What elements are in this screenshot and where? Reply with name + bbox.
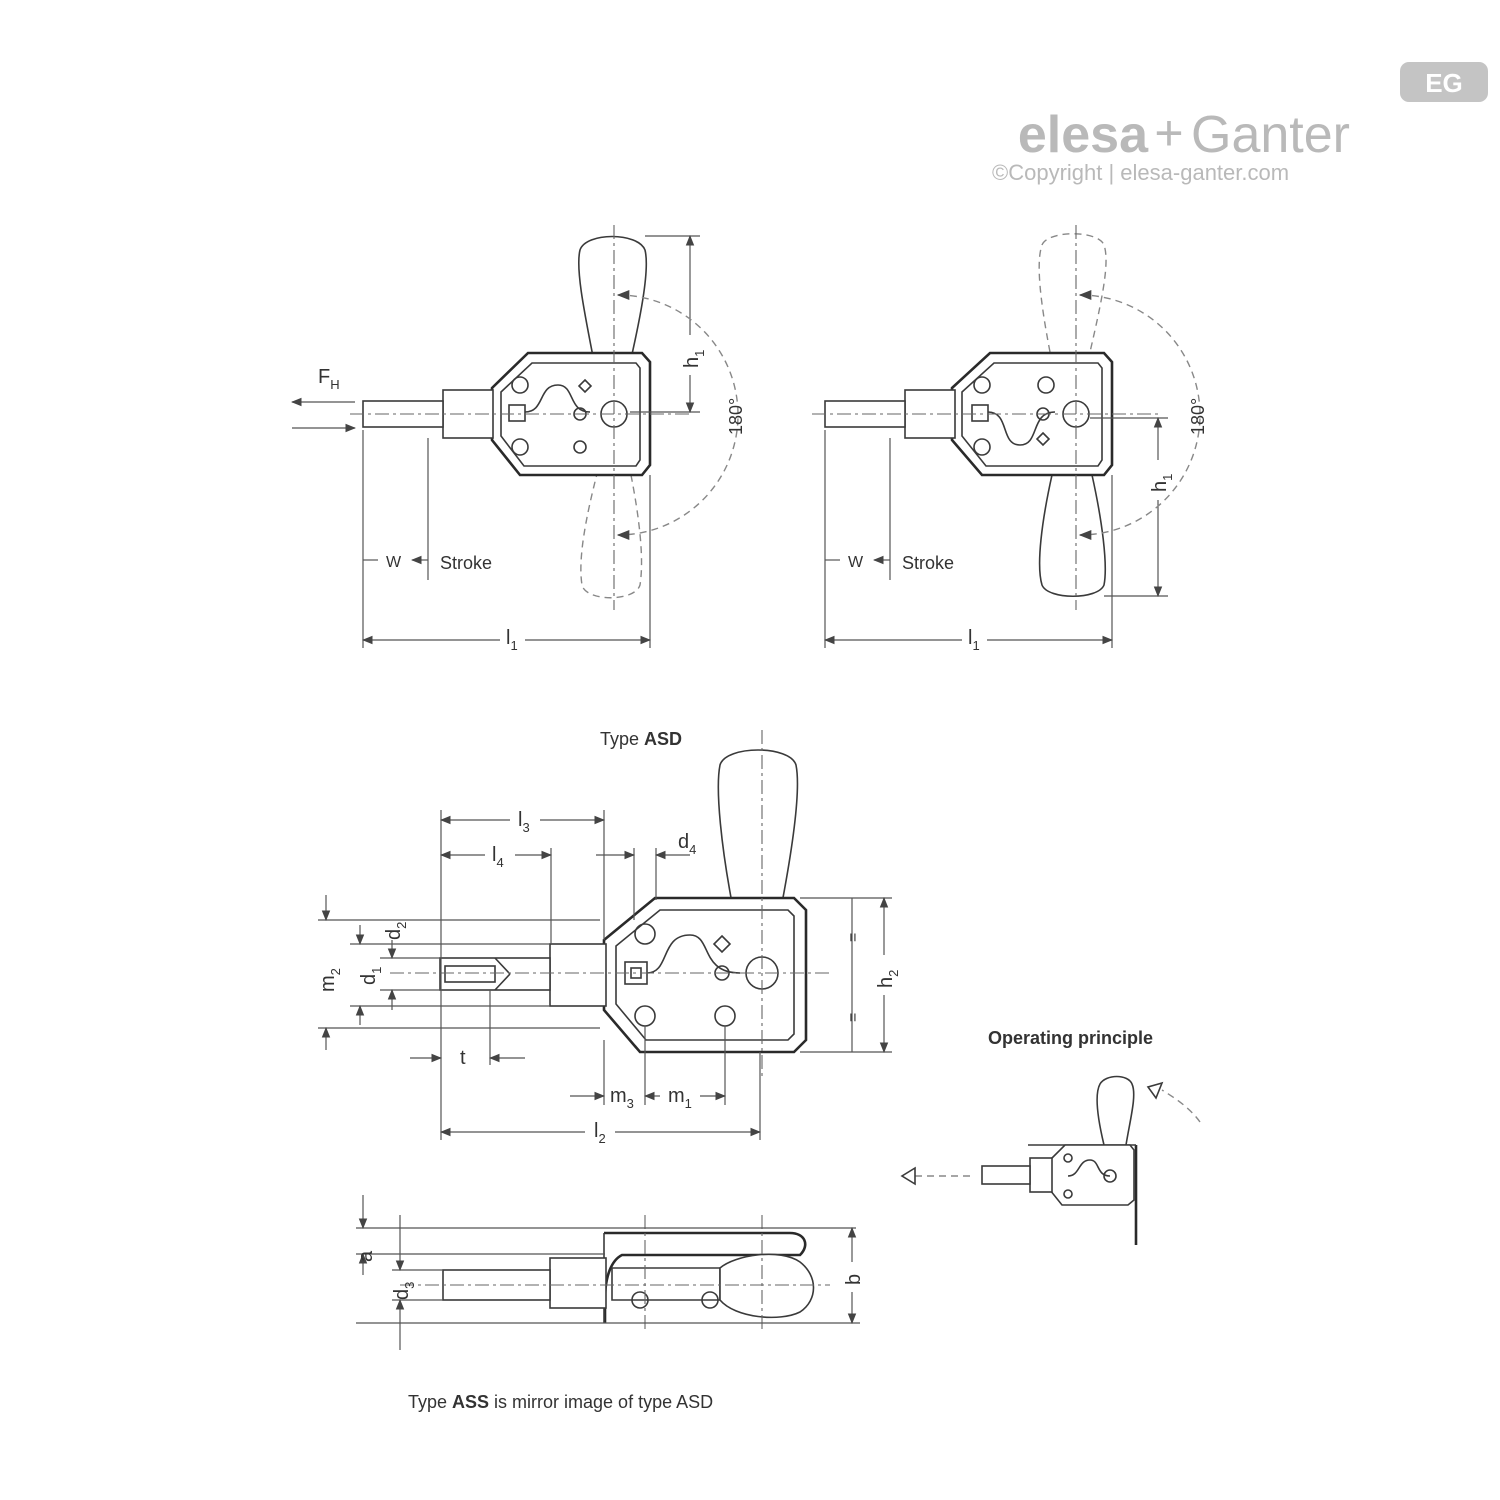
m2-label: m2: [317, 968, 343, 992]
operating-principle-title: Operating principle: [988, 1028, 1153, 1048]
force-label: FH: [318, 366, 340, 392]
handle-solid: [1038, 474, 1107, 598]
brand-badge: EG: [1425, 68, 1463, 98]
stroke-label: Stroke: [440, 553, 492, 573]
h1-label: h1: [1149, 474, 1175, 492]
brand-name-part1: elesa: [1018, 106, 1149, 164]
t-label: t: [460, 1047, 466, 1069]
view-top-left: FH W Stroke l1 h1 180°: [290, 225, 746, 653]
h2-label: h2: [875, 970, 901, 988]
mini-rod: [981, 1165, 1031, 1185]
footnote: Type ASS is mirror image of type ASD: [408, 1392, 713, 1412]
stroke-label: Stroke: [902, 553, 954, 573]
view-type-asd: Type ASD l3 l4: [317, 729, 901, 1146]
brand-logo: EG elesa + Ganter ©Copyright | elesa-gan…: [992, 62, 1488, 185]
brand-copyright: ©Copyright | elesa-ganter.com: [992, 160, 1289, 185]
d1-label: d1: [358, 967, 384, 985]
equal-top: =: [845, 933, 862, 942]
linkage-arm: [524, 384, 591, 413]
mini-body: [1049, 1144, 1135, 1206]
w-label: W: [386, 554, 402, 571]
d3-label: d3: [391, 1282, 417, 1300]
h1-label: h1: [681, 350, 707, 368]
plunger-boss: [549, 1257, 607, 1309]
type-asd-title: Type ASD: [600, 729, 682, 749]
l2-label: l2: [594, 1120, 606, 1146]
d2-label: d2: [383, 922, 409, 940]
brand-badge-box: [1400, 62, 1488, 102]
swing-direction-arrow: [1161, 1089, 1201, 1123]
l1-label: l1: [968, 627, 980, 653]
linkage-arm: [646, 934, 741, 974]
m1-label: m1: [668, 1085, 692, 1111]
handle-alt-position: [1038, 233, 1107, 353]
l4-label: l4: [492, 844, 504, 870]
side-handle: [719, 1253, 815, 1319]
b-label: b: [843, 1274, 865, 1285]
mini-handle: [1096, 1075, 1135, 1146]
view-side: a d3 b: [355, 1195, 865, 1350]
brand-name-separator: +: [1154, 105, 1183, 161]
angle-label: 180°: [726, 398, 746, 435]
l3-label: l3: [518, 809, 530, 835]
equal-bottom: =: [845, 1013, 862, 1022]
d4-label: d4: [678, 831, 696, 857]
l1-label: l1: [506, 627, 518, 653]
m3-label: m3: [610, 1085, 634, 1111]
view-operating-principle: Operating principle: [900, 1028, 1201, 1245]
angle-label: 180°: [1188, 398, 1208, 435]
handle-solid: [577, 235, 648, 373]
w-label: W: [848, 554, 864, 571]
clamp-body: [602, 896, 808, 1054]
plunger-boss: [549, 943, 607, 1007]
a-label: a: [355, 1250, 377, 1262]
handle-solid: [717, 749, 799, 904]
brand-name-part2: Ganter: [1191, 106, 1350, 164]
view-top-right: W Stroke l1 h1 180°: [812, 225, 1208, 653]
handle-alt-position: [580, 469, 643, 599]
